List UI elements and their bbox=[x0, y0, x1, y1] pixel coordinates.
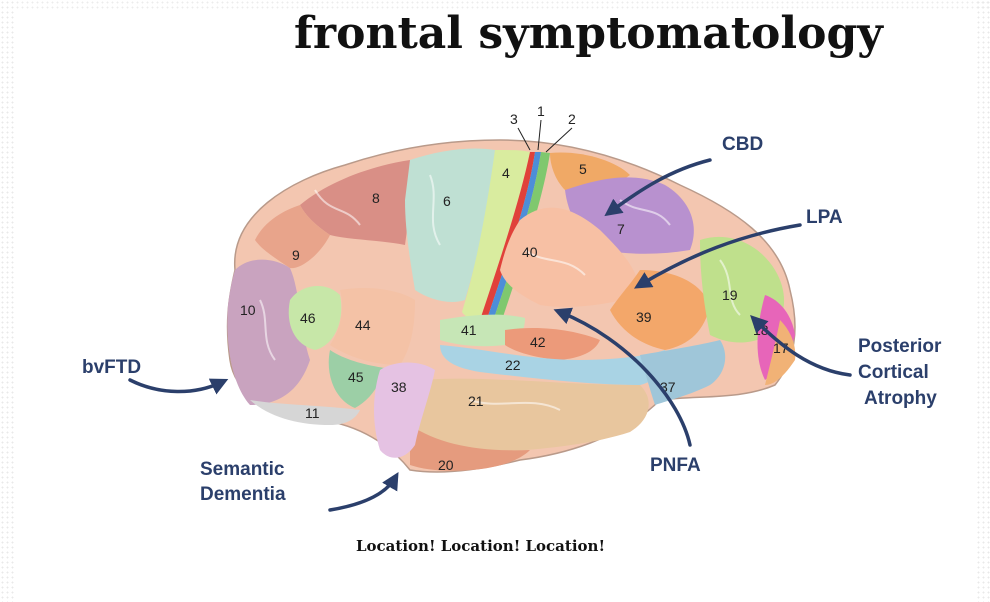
region-area-21 bbox=[408, 379, 649, 452]
ba-label-19: 19 bbox=[722, 287, 738, 303]
label-semantic-line2: Dementia bbox=[200, 484, 286, 505]
ba-label-46: 46 bbox=[300, 310, 316, 326]
label-pca-line1: Posterior bbox=[858, 336, 942, 357]
ba-label-22: 22 bbox=[505, 357, 521, 373]
ba-label-2: 2 bbox=[568, 111, 576, 127]
ba-label-44: 44 bbox=[355, 317, 371, 333]
ba-label-39: 39 bbox=[636, 309, 652, 325]
arrow-bvftd bbox=[130, 380, 222, 392]
label-pnfa: PNFA bbox=[650, 455, 701, 476]
ba-label-4: 4 bbox=[502, 165, 510, 181]
caption: Location! Location! Location! bbox=[356, 537, 605, 555]
ba-label-42: 42 bbox=[530, 334, 546, 350]
label-lpa: LPA bbox=[806, 207, 843, 228]
arrow-semantic bbox=[330, 478, 395, 510]
ba-label-11: 11 bbox=[305, 405, 320, 421]
ba-label-21: 21 bbox=[468, 393, 484, 409]
ba-label-1: 1 bbox=[537, 103, 545, 119]
ba-label-9: 9 bbox=[292, 247, 300, 263]
ba-label-38: 38 bbox=[391, 379, 407, 395]
label-pca-line2: Cortical bbox=[858, 362, 929, 383]
label-bvftd: bvFTD bbox=[82, 357, 141, 378]
ba-label-40: 40 bbox=[522, 244, 538, 260]
ba-label-5: 5 bbox=[579, 161, 587, 177]
label-cbd: CBD bbox=[722, 134, 763, 155]
ba-label-41: 41 bbox=[461, 322, 477, 338]
ba-label-6: 6 bbox=[443, 193, 451, 209]
ba-label-10: 10 bbox=[240, 302, 256, 318]
ba-label-45: 45 bbox=[348, 369, 364, 385]
ba-label-7: 7 bbox=[617, 221, 625, 237]
ba-label-20: 20 bbox=[438, 457, 454, 473]
ba-label-8: 8 bbox=[372, 190, 380, 206]
label-semantic-line1: Semantic bbox=[200, 459, 285, 480]
ba-label-3: 3 bbox=[510, 111, 518, 127]
label-pca-line3: Atrophy bbox=[864, 388, 937, 409]
